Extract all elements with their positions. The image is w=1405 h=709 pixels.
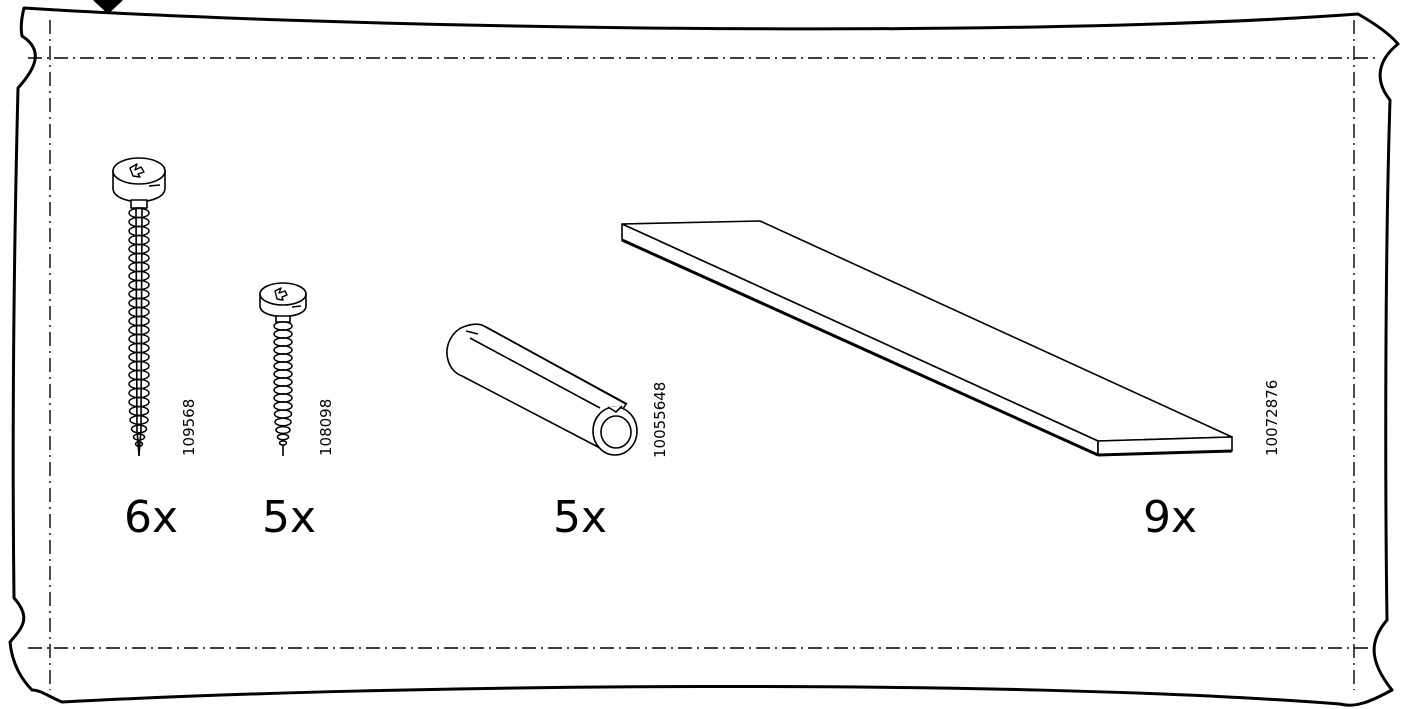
dowel-pin-icon — [446, 323, 638, 456]
bag-corner-mark-icon — [93, 0, 123, 14]
quantity-4: 9x — [1143, 492, 1197, 543]
quantity-2: 5x — [262, 492, 316, 543]
article-number-2: 108098 — [317, 399, 335, 456]
short-screw-icon — [259, 282, 307, 456]
article-number-4: 10072876 — [1263, 380, 1281, 456]
article-number-3: 10055648 — [651, 382, 669, 458]
long-screw-icon — [112, 157, 166, 456]
fold-lines — [28, 20, 1375, 690]
article-number-1: 109568 — [180, 399, 198, 456]
quantity-1: 6x — [124, 492, 178, 543]
bag-border-icon — [8, 6, 1400, 707]
bag-outline — [8, 0, 1400, 707]
quantity-3: 5x — [553, 492, 607, 543]
flat-strip-icon — [621, 220, 1233, 457]
